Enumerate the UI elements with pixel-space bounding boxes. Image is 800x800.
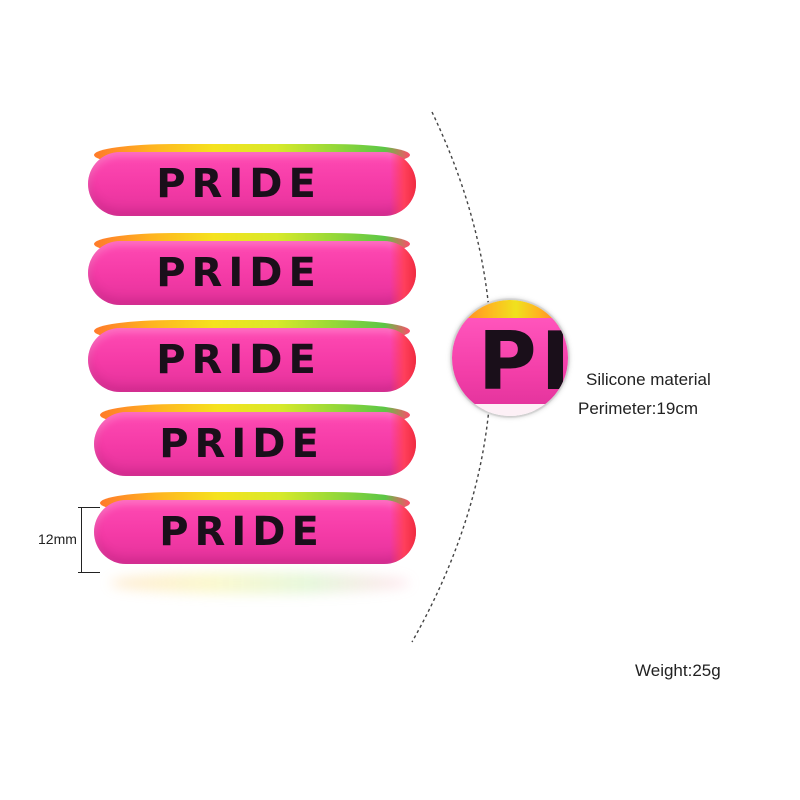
band-text: PRIDE	[156, 337, 322, 383]
zoom-detail-circle: PI	[452, 300, 568, 416]
band-face	[88, 152, 416, 216]
wristband-2: PRIDE	[88, 233, 416, 313]
wristband-3: PRIDE	[88, 320, 416, 400]
band-text: PRIDE	[159, 509, 325, 555]
band-face	[88, 241, 416, 305]
band-face	[88, 328, 416, 392]
band-face	[94, 500, 416, 564]
band-text: PRIDE	[156, 161, 322, 207]
wristband-4: PRIDE	[94, 404, 416, 484]
zoom-band-face	[452, 318, 568, 410]
zoom-text: PI	[478, 315, 568, 408]
material-spec: Silicone material	[586, 370, 711, 389]
width-dimension-marker	[78, 507, 100, 573]
perimeter-spec: Perimeter:19cm	[578, 399, 698, 418]
weight-spec: Weight:25g	[635, 661, 721, 680]
band-face	[94, 412, 416, 476]
band-text: PRIDE	[156, 250, 322, 296]
wristband-1: PRIDE	[88, 144, 416, 224]
width-label: 12mm	[38, 531, 77, 547]
band-text: PRIDE	[159, 421, 325, 467]
band-reflection	[110, 572, 410, 594]
wristband-5: PRIDE	[94, 492, 416, 572]
